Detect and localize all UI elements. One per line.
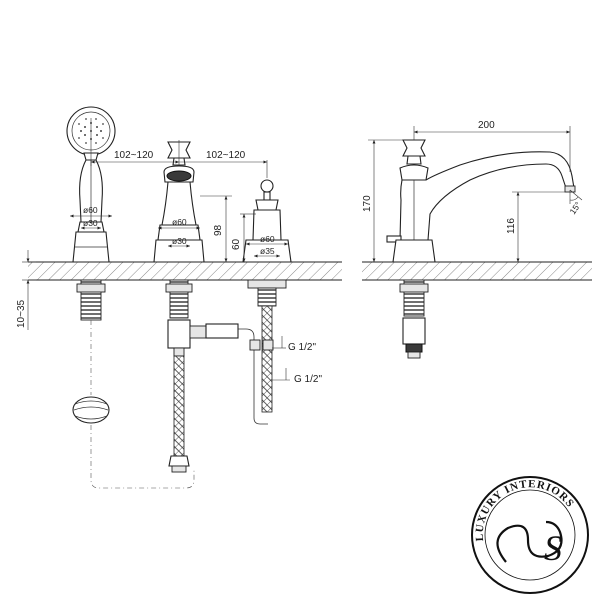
spout-side: [386, 139, 576, 359]
dim-valve-outer: ø60: [260, 234, 275, 244]
deck-side: [362, 261, 592, 281]
dim-handshower-inner: ø30: [83, 218, 98, 228]
dim-thread-2: G 1/2": [294, 374, 322, 385]
shower-head-nozzles: [78, 118, 104, 144]
spout-front: [153, 141, 239, 473]
dim-valve-inner: ø35: [260, 246, 275, 256]
dimension-labels-front: 102~120 102~120 ø60 ø30 ø60 ø30 ø60 ø35 …: [16, 150, 322, 385]
dim-spout-height: 98: [213, 224, 224, 236]
dim-spacing-left: 102~120: [114, 150, 154, 161]
dim-deck-thickness: 10~35: [16, 299, 27, 328]
brand-logo: LUXURY INTERIORS S: [471, 476, 589, 594]
dim-side-outlet-height: 116: [506, 218, 517, 234]
valve-front: [238, 179, 292, 425]
logo-monogram: S: [544, 528, 562, 568]
dimension-lines-side: [368, 126, 583, 262]
hose-weight: [72, 396, 110, 424]
dim-thread-1: G 1/2": [288, 342, 316, 353]
dim-spout-inner: ø30: [172, 236, 187, 246]
dim-handshower-outer: ø60: [83, 205, 98, 215]
dim-side-height: 170: [362, 195, 373, 212]
deck-front: [28, 261, 342, 281]
dim-side-width: 200: [478, 120, 495, 131]
dimension-lines-front: [22, 118, 290, 381]
dim-valve-height: 60: [231, 238, 242, 250]
dim-spout-outer: ø60: [172, 217, 187, 227]
dim-spacing-right: 102~120: [206, 150, 246, 161]
